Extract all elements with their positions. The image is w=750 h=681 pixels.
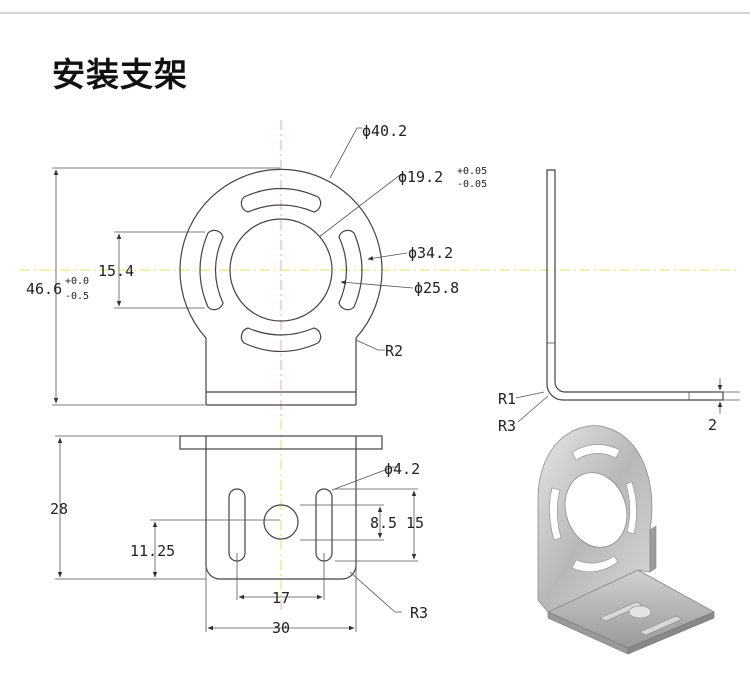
base-flange-strip (179, 435, 383, 450)
flange-outline (179, 168, 383, 393)
slot-total-length-label: 15 (406, 514, 424, 532)
side-view: 2 R1 R3 (498, 169, 740, 435)
top-radius-label: R2 (385, 342, 403, 360)
base-plate-outline (205, 449, 357, 580)
arc-slot-left (199, 229, 224, 311)
hole-slot-length-label: 8.5 (370, 514, 397, 532)
base-width-label: 30 (272, 619, 290, 637)
slot-inner-diameter-label: ϕ25.8 (414, 279, 459, 297)
side-profile (546, 169, 724, 401)
base-height-label: 28 (50, 500, 68, 518)
base-center-hole (263, 504, 299, 540)
bore-tol-upper: +0.05 (457, 166, 487, 177)
arc-slot-right (338, 229, 363, 311)
arc-slot-top (240, 188, 322, 213)
outer-diameter-label: ϕ40.2 (362, 122, 407, 140)
front-dimensions: 46.6 +0.0 -0.5 15.4 ϕ40.2 ϕ19.2 +0.05 -0… (26, 122, 487, 406)
slot-spacing-label: 17 (272, 589, 290, 607)
overall-height-label: 46.6 (26, 280, 62, 298)
base-hole-diameter-label: ϕ4.2 (384, 460, 420, 478)
top-divider (0, 12, 750, 14)
corner-radius-label: R3 (410, 604, 428, 622)
side-bend-radius-outer-label: R3 (498, 417, 516, 435)
base-dimensions: 28 11.25 17 30 ϕ4.2 8.5 (50, 435, 428, 637)
height-tol-upper: +0.0 (65, 276, 89, 287)
front-view (179, 168, 383, 406)
slot-outer-diameter-label: ϕ34.2 (408, 244, 453, 262)
base-slot-right (315, 488, 333, 562)
bore-diameter-label: ϕ19.2 (398, 168, 443, 186)
slot-length-label: 15.4 (98, 262, 134, 280)
center-bore (229, 218, 333, 322)
page-title: 安装支架 (52, 55, 188, 94)
arc-slot-bottom (240, 327, 322, 352)
base-slot-left (228, 488, 246, 562)
side-bend-radius-inner-label: R1 (498, 390, 516, 408)
height-tol-lower: -0.5 (65, 291, 89, 302)
bracket-3d-render (537, 425, 715, 655)
thickness-label: 2 (708, 416, 717, 434)
slot-offset-label: 11.25 (130, 542, 175, 560)
base-view (179, 435, 383, 580)
bore-tol-lower: -0.05 (457, 179, 487, 190)
